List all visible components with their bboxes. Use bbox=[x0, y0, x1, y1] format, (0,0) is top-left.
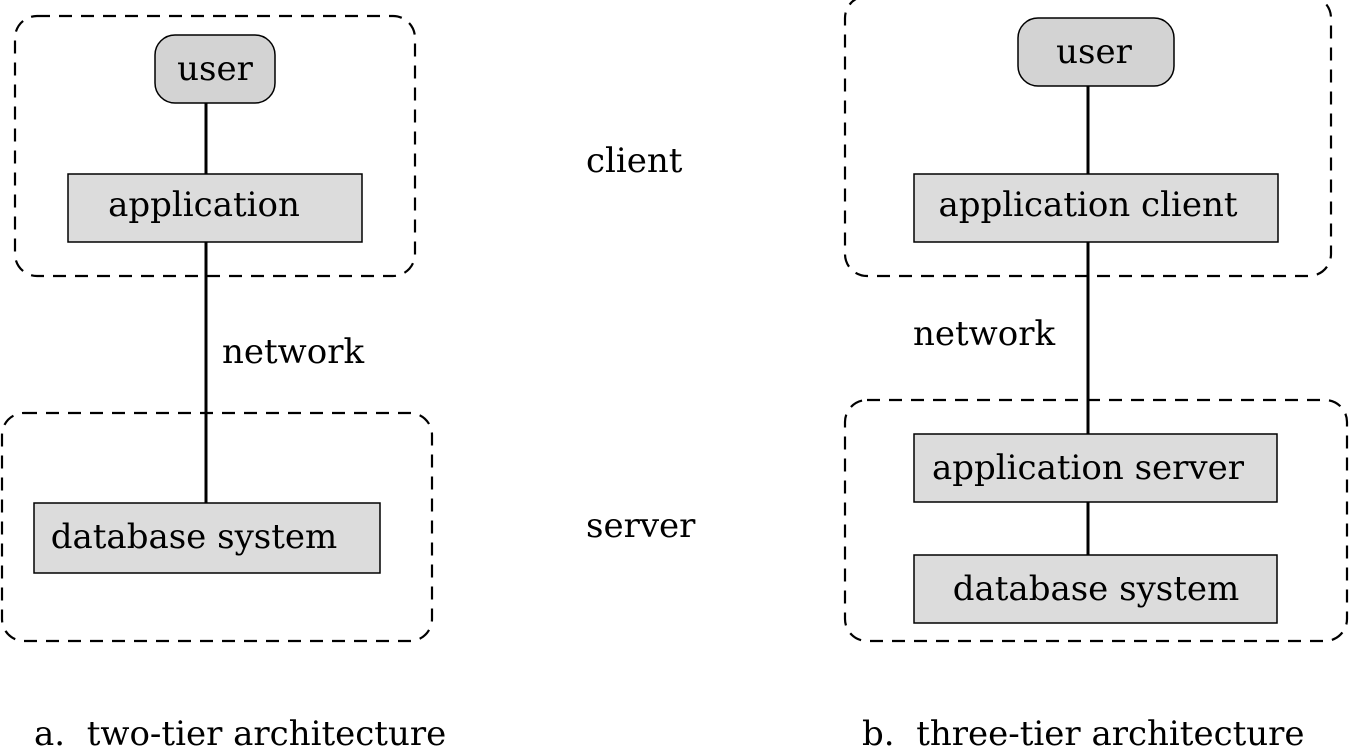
two-tier-network-label: network bbox=[222, 332, 365, 372]
two-tier-server-boundary bbox=[0, 411, 434, 643]
three-tier-database-label: database system bbox=[953, 569, 1240, 609]
two-tier-database-node bbox=[33, 502, 381, 574]
two-tier-database-label: database system bbox=[51, 517, 338, 557]
two-tier-diagram: user application network database system… bbox=[0, 14, 446, 754]
client-label: client bbox=[586, 141, 683, 181]
three-tier-app-server-label: application server bbox=[932, 448, 1245, 488]
three-tier-caption: b. three-tier architecture bbox=[862, 714, 1305, 754]
three-tier-app-client-node bbox=[913, 173, 1279, 243]
three-tier-user-label: user bbox=[1056, 32, 1132, 72]
two-tier-application-label: application bbox=[108, 185, 300, 225]
three-tier-app-server-node bbox=[913, 433, 1278, 503]
three-tier-client-boundary bbox=[843, 0, 1333, 278]
three-tier-network-label: network bbox=[913, 314, 1056, 354]
two-tier-caption: a. two-tier architecture bbox=[34, 714, 446, 754]
server-label: server bbox=[586, 506, 696, 546]
two-tier-user-label: user bbox=[177, 49, 253, 89]
three-tier-database-node bbox=[913, 554, 1278, 624]
three-tier-app-client-label: application client bbox=[938, 185, 1237, 225]
three-tier-diagram: user application client network applicat… bbox=[843, 0, 1349, 754]
two-tier-user-node bbox=[154, 34, 276, 104]
three-tier-user-node bbox=[1017, 17, 1175, 87]
two-tier-client-boundary bbox=[13, 14, 417, 278]
three-tier-server-boundary bbox=[843, 398, 1349, 643]
two-tier-application-node bbox=[67, 173, 363, 243]
